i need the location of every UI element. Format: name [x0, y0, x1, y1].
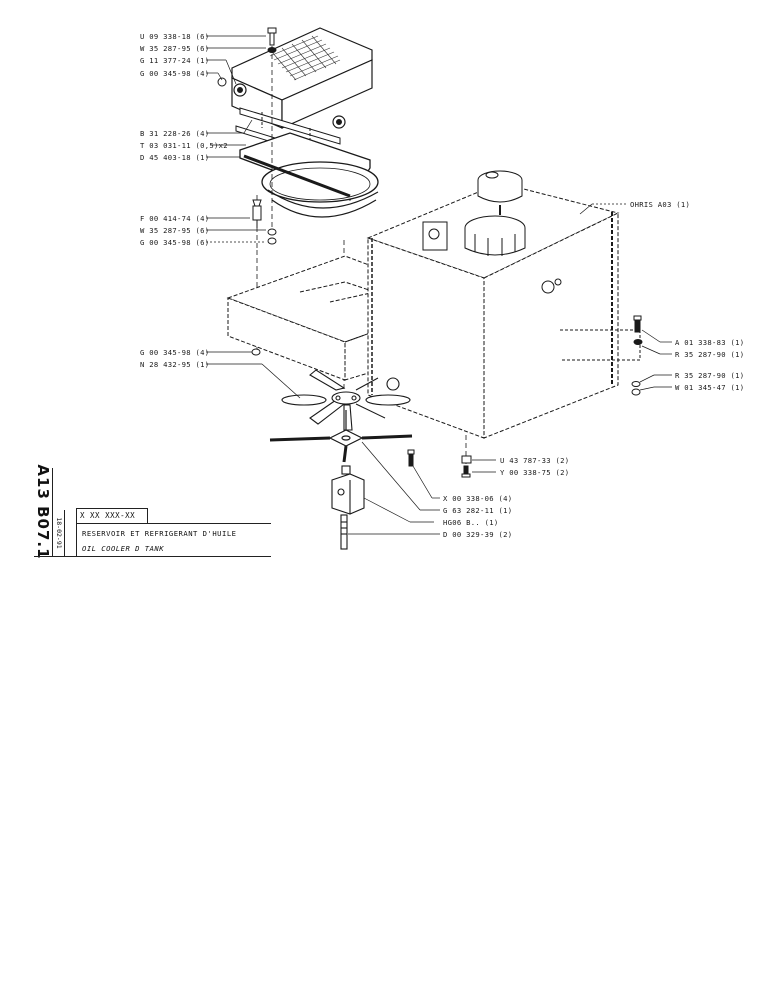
callout-label: G 63 282-11 (1)	[443, 506, 513, 515]
callout-label: A 01 338-83 (1)	[675, 338, 745, 347]
motor-bracket-icon	[269, 410, 413, 463]
bolt-icon	[407, 449, 415, 467]
bolt-icon	[267, 27, 277, 53]
divider	[76, 523, 77, 556]
sensor-icon	[252, 199, 262, 228]
bolt-icon	[631, 315, 643, 396]
callout-label: U 09 338-18 (6)	[140, 32, 210, 41]
leader-lines	[206, 35, 672, 535]
nut-icon	[251, 228, 277, 356]
callout-label: G 11 377-24 (1)	[140, 56, 210, 65]
title-block: A13 B07.1 18-02-91 X XX XXX-XX RESERVOIR…	[34, 464, 271, 560]
section-code-text: A13 B07.1	[34, 464, 52, 560]
callout-label: F 00 414-74 (4)	[140, 214, 210, 223]
callout-label: Y 00 338-75 (2)	[500, 468, 570, 477]
revision-date-text: 18-02-91	[54, 517, 63, 549]
callout-label: T 03 031-11 (0,5)x2	[140, 141, 228, 150]
title-english: OIL COOLER D TANK	[82, 544, 165, 553]
callout-label: R 35 287-90 (1)	[675, 371, 745, 380]
callout-label: HG06 B.. (1)	[443, 518, 499, 527]
callout-label: X 00 338-06 (4)	[443, 494, 513, 503]
divider	[34, 556, 271, 557]
callout-label: W 35 287-95 (6)	[140, 226, 210, 235]
callout-label: R 35 287-90 (1)	[675, 350, 745, 359]
fan-shroud-icon	[239, 132, 379, 218]
oil-cooler-icon	[217, 27, 373, 129]
callout-label: U 43 787-33 (2)	[500, 456, 570, 465]
fan-icon	[281, 369, 411, 431]
callout-label: G 00 345-98 (4)	[140, 348, 210, 357]
callout-label: G 00 345-98 (4)	[140, 69, 210, 78]
revision-date: 18-02-91	[53, 510, 65, 556]
spacer-icon	[461, 455, 472, 478]
title-french: RESERVOIR ET REFRIGERANT D'HUILE	[82, 529, 237, 538]
callout-label: D 45 403-18 (1)	[140, 153, 210, 162]
filter-assembly-icon	[422, 170, 562, 294]
part-number-box	[76, 508, 148, 524]
section-code: A13 B07.1	[34, 464, 53, 560]
callout-label: W 01 345-47 (1)	[675, 383, 745, 392]
divider	[76, 523, 271, 524]
callout-label: D 00 329-39 (2)	[443, 530, 513, 539]
callout-label: B 31 228-26 (4)	[140, 129, 210, 138]
hydraulic-motor-icon	[331, 465, 365, 550]
callout-label: OHRIS A03 (1)	[630, 200, 691, 209]
callout-label: W 35 287-95 (6)	[140, 44, 210, 53]
callout-label: N 28 432-95 (1)	[140, 360, 210, 369]
part-number: X XX XXX-XX	[80, 511, 136, 520]
callout-label: G 00 345-98 (6)	[140, 238, 210, 247]
